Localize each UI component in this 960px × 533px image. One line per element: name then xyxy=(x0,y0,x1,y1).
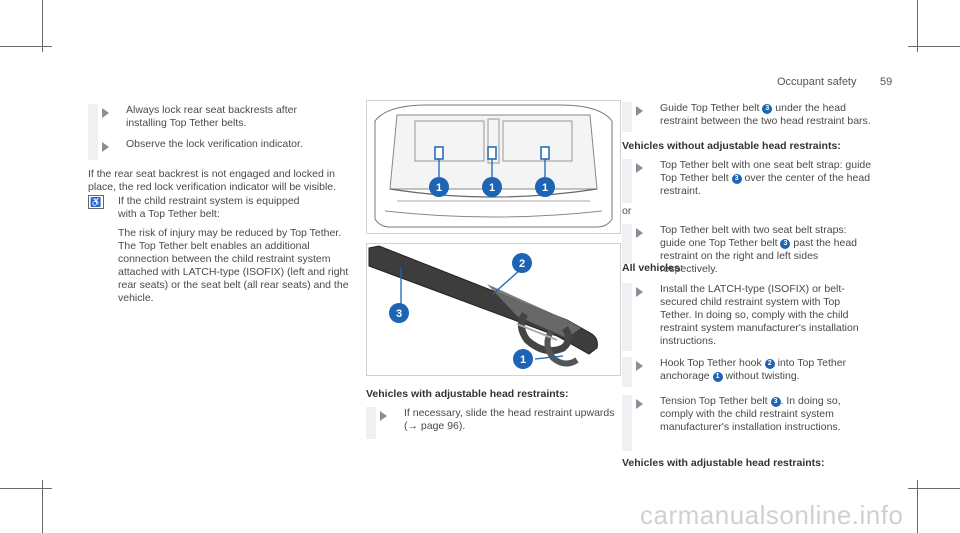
crop-mark xyxy=(917,0,918,52)
step-text: Top Tether belt with one seat belt strap… xyxy=(660,159,872,198)
column-middle-text: Vehicles with adjustable head restraints… xyxy=(366,388,619,439)
marker-3: 3 xyxy=(762,104,773,114)
paragraph: If the rear seat backrest is not engaged… xyxy=(88,168,337,193)
crop-mark xyxy=(917,480,918,533)
column-right: Guide Top Tether belt 3 under the head r… xyxy=(622,102,872,470)
arrow-icon xyxy=(636,106,643,116)
note-text: The risk of injury may be reduced by Top… xyxy=(118,227,349,304)
step-text: Guide Top Tether belt 3 under the head r… xyxy=(660,102,872,128)
bullet-text: Observe the lock verification indicator. xyxy=(126,138,303,150)
text: Hook Top Tether hook xyxy=(660,357,762,369)
marker-label: 2 xyxy=(519,258,525,270)
text: into Top Tether anchorage xyxy=(660,357,847,382)
step-bar xyxy=(622,159,632,203)
step-bar xyxy=(622,283,632,351)
bullet-box: Always lock rear seat backrests after in… xyxy=(88,104,350,160)
step-box: If necessary, slide the head restraint u… xyxy=(366,407,619,439)
crop-mark xyxy=(42,480,43,533)
step-box: Guide Top Tether belt 3 under the head r… xyxy=(622,102,872,132)
marker-label: 1 xyxy=(489,182,495,194)
section-heading: All vehicles: xyxy=(622,262,684,274)
crop-mark xyxy=(0,46,52,47)
marker-3: 3 xyxy=(770,397,781,407)
section-heading: Vehicles without adjustable head restrai… xyxy=(622,140,841,152)
step-box: Hook Top Tether hook 2 into Top Tether a… xyxy=(622,357,872,387)
or-text: or xyxy=(622,205,632,217)
marker-1: 1 xyxy=(712,372,723,382)
arrow-icon xyxy=(636,361,643,371)
arrow-icon xyxy=(102,108,109,118)
bullet-text: Always lock rear seat backrests after in… xyxy=(126,104,297,129)
step-bar xyxy=(88,104,98,160)
marker-label: 1 xyxy=(520,354,526,366)
step-box: Tension Top Tether belt 3. In doing so, … xyxy=(622,395,872,451)
marker-1 xyxy=(535,177,555,197)
text: under the head restraint between the two… xyxy=(660,102,871,127)
crop-mark xyxy=(908,488,960,489)
text: . In doing so, comply with the child res… xyxy=(660,395,841,433)
arrow-icon xyxy=(102,142,109,152)
step-bar xyxy=(622,102,632,132)
arrow-icon xyxy=(636,163,643,173)
note-text: If the child restraint system is equippe… xyxy=(118,195,300,220)
step-box: Top Tether belt with one seat belt strap… xyxy=(622,159,872,203)
step-text: Install the LATCH-type (ISOFIX) or belt-… xyxy=(660,283,859,347)
step-box: Install the LATCH-type (ISOFIX) or belt-… xyxy=(622,283,872,351)
text: Guide Top Tether belt xyxy=(660,102,760,114)
step-bar xyxy=(366,407,376,439)
marker-label: 1 xyxy=(436,182,442,194)
note: ♿ If the child restraint system is equip… xyxy=(88,195,350,305)
crop-mark xyxy=(908,46,960,47)
step-box: Top Tether belt with two seat belt strap… xyxy=(622,224,872,275)
marker-2: 2 xyxy=(764,359,775,369)
step-text: If necessary, slide the head restraint u… xyxy=(404,407,615,419)
child-seat-icon: ♿ xyxy=(88,195,104,209)
marker-1 xyxy=(429,177,449,197)
crop-mark xyxy=(0,488,52,489)
marker-3: 3 xyxy=(731,174,742,184)
marker-3: 3 xyxy=(780,239,791,249)
text: past the head restraint on the right and… xyxy=(660,237,858,275)
figure-tether-hook: 2 3 1 xyxy=(366,243,621,376)
step-text: Hook Top Tether hook 2 into Top Tether a… xyxy=(660,357,872,383)
arrow-icon xyxy=(636,399,643,409)
arrow-icon xyxy=(380,411,387,421)
step-bar xyxy=(622,395,632,451)
text: Top Tether belt with two seat belt strap… xyxy=(660,224,847,249)
step-bar xyxy=(622,224,632,264)
watermark: carmanualsonline.info xyxy=(640,500,904,530)
text: Top Tether belt with one seat belt strap… xyxy=(660,159,872,184)
column-left: Always lock rear seat backrests after in… xyxy=(88,104,350,305)
step-text: Top Tether belt with two seat belt strap… xyxy=(660,224,872,276)
section-heading: Vehicles with adjustable head restraints… xyxy=(366,388,569,400)
tether-illustration: 2 3 1 xyxy=(368,245,598,369)
arrow-icon xyxy=(636,287,643,297)
marker-label: 3 xyxy=(396,308,402,320)
section-title: Occupant safety xyxy=(777,76,857,88)
text: without twisting. xyxy=(725,370,800,382)
page-number: 59 xyxy=(880,76,893,88)
marker-1 xyxy=(482,177,502,197)
arrow-icon xyxy=(636,228,643,238)
step-text: Tension Top Tether belt 3. In doing so, … xyxy=(660,395,872,434)
page-reference-link[interactable]: (→ page 96). xyxy=(404,420,466,432)
crop-mark xyxy=(42,0,43,52)
section-heading: Vehicles with adjustable head restraints… xyxy=(622,457,825,469)
cargo-illustration: 1 1 1 xyxy=(374,104,613,228)
text: over the center of the head restraint. xyxy=(660,172,871,197)
figure-cargo-area: 1 1 1 xyxy=(366,100,621,234)
marker-label: 1 xyxy=(542,182,548,194)
step-bar xyxy=(622,357,632,387)
text: Tension Top Tether belt xyxy=(660,395,768,407)
